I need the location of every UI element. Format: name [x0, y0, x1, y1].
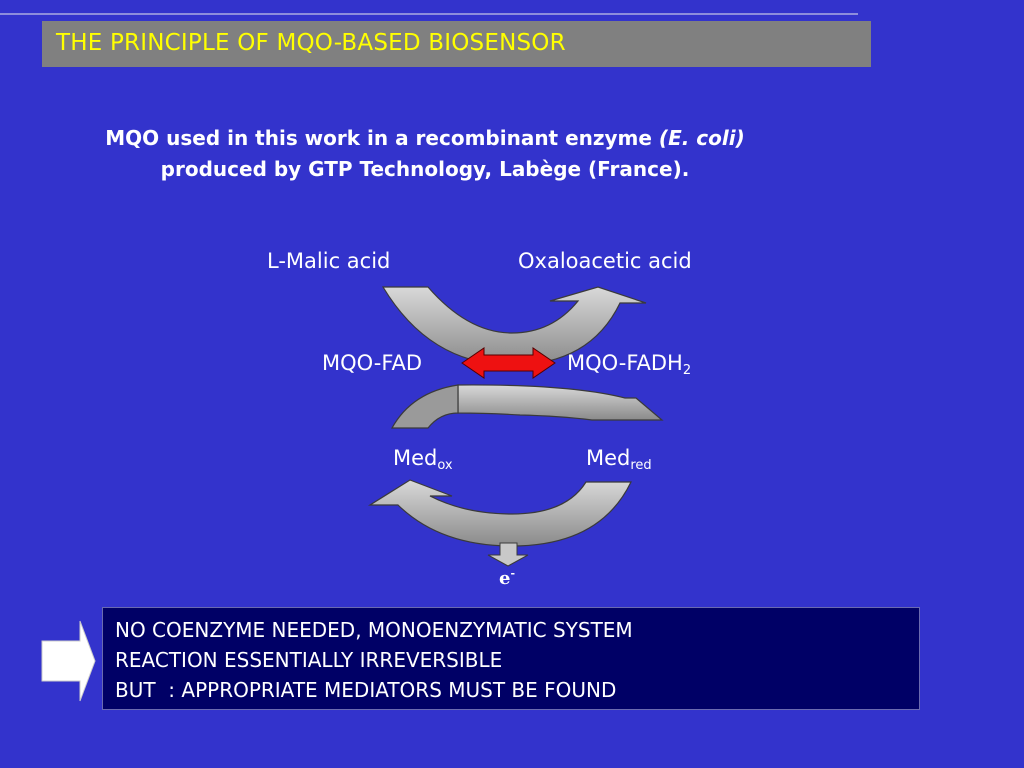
note-line-2: REACTION ESSENTIALLY IRREVERSIBLE	[115, 648, 503, 672]
label-mediator-reduced: Medred	[586, 446, 652, 473]
label-enzyme-reduced-sub: 2	[682, 363, 692, 378]
label-electron-sup: -	[510, 567, 516, 580]
top-rule	[0, 13, 858, 15]
curved-arrow-enzyme	[457, 384, 664, 421]
label-mediator-oxidized-sub: ox	[437, 458, 453, 473]
label-enzyme-reduced-text: MQO-FADH	[567, 351, 683, 375]
label-mediator-reduced-text: Med	[586, 446, 631, 470]
note-line-3: BUT : APPROPRIATE MEDIATORS MUST BE FOUN…	[115, 678, 617, 702]
curved-arrow-substrate	[381, 286, 647, 366]
curved-arrow-mediator	[367, 479, 632, 547]
curved-arrow-enzyme-return	[390, 384, 459, 429]
label-enzyme-oxidized: MQO-FAD	[322, 351, 423, 375]
label-enzyme-reduced: MQO-FADH2	[567, 351, 691, 378]
intro-text: MQO used in this work in a recombinant e…	[40, 123, 810, 185]
notes-box: NO COENZYME NEEDED, MONOENZYMATIC SYSTEM…	[102, 607, 920, 710]
label-substrate: L-Malic acid	[267, 249, 391, 273]
label-product: Oxaloacetic acid	[518, 249, 692, 273]
label-electron-text: e	[499, 568, 511, 589]
label-mediator-oxidized: Medox	[393, 446, 453, 473]
label-mediator-reduced-sub: red	[630, 458, 652, 473]
note-line-1: NO COENZYME NEEDED, MONOENZYMATIC SYSTEM	[115, 618, 633, 642]
label-electron: e-	[499, 567, 515, 589]
label-mediator-oxidized-text: Med	[393, 446, 438, 470]
double-arrow-redox	[461, 347, 556, 379]
intro-line-1: MQO used in this work in a recombinant e…	[40, 123, 810, 154]
notes-pointer-arrow	[41, 620, 96, 702]
intro-organism: (E. coli)	[658, 126, 745, 150]
intro-line-1-text: MQO used in this work in a recombinant e…	[105, 126, 659, 150]
title-bar: THE PRINCIPLE OF MQO-BASED BIOSENSOR	[42, 21, 871, 67]
intro-line-2: produced by GTP Technology, Labège (Fran…	[160, 157, 690, 181]
page-title: THE PRINCIPLE OF MQO-BASED BIOSENSOR	[56, 30, 566, 56]
electron-output-arrow	[487, 542, 529, 567]
